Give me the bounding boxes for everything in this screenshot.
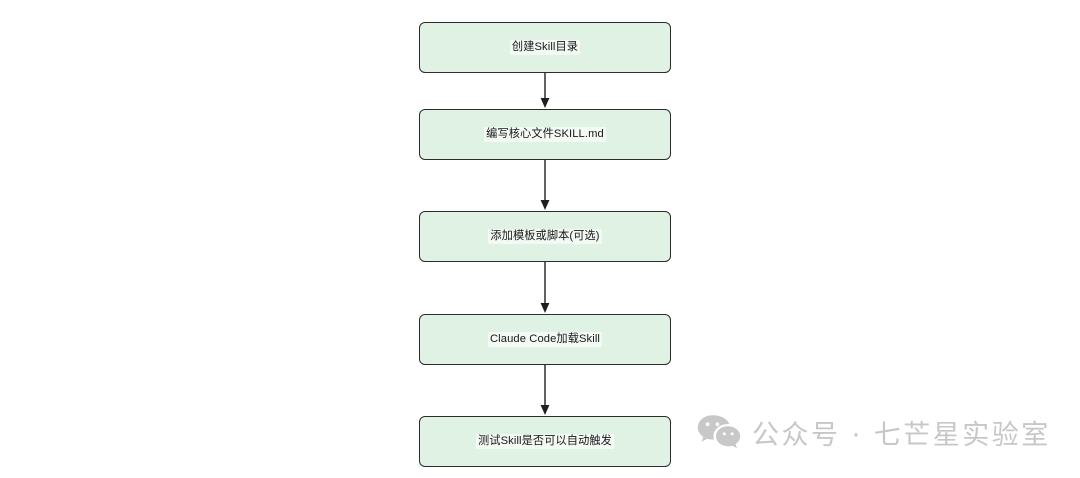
flow-node-label: Claude Code加载Skill bbox=[488, 331, 602, 348]
flow-connector-4 bbox=[537, 365, 553, 416]
flow-node-label: 编写核心文件SKILL.md bbox=[484, 126, 606, 143]
flow-node-add-templates-scripts[interactable]: 添加模板或脚本(可选) bbox=[419, 211, 671, 262]
flow-node-create-skill-directory[interactable]: 创建Skill目录 bbox=[419, 22, 671, 73]
watermark: 公众号 · 七芒星实验室 bbox=[697, 414, 1051, 456]
arrowhead-down-icon bbox=[540, 200, 550, 210]
watermark-text: 公众号 · 七芒星实验室 bbox=[752, 419, 1051, 451]
arrowhead-down-icon bbox=[540, 303, 550, 313]
arrowhead-down-icon bbox=[540, 98, 550, 108]
flow-node-label: 测试Skill是否可以自动触发 bbox=[476, 433, 614, 450]
flow-node-label: 创建Skill目录 bbox=[509, 39, 581, 56]
flow-connector-3 bbox=[537, 262, 553, 314]
arrowhead-down-icon bbox=[540, 405, 550, 415]
wechat-logo-icon bbox=[697, 414, 741, 456]
flow-connector-1 bbox=[537, 73, 553, 109]
flow-node-label: 添加模板或脚本(可选) bbox=[488, 228, 602, 245]
flow-node-test-skill-auto-trigger[interactable]: 测试Skill是否可以自动触发 bbox=[419, 416, 671, 467]
flow-connector-2 bbox=[537, 160, 553, 211]
flow-node-claude-code-loads-skill[interactable]: Claude Code加载Skill bbox=[419, 314, 671, 365]
flow-node-write-skill-md[interactable]: 编写核心文件SKILL.md bbox=[419, 109, 671, 160]
